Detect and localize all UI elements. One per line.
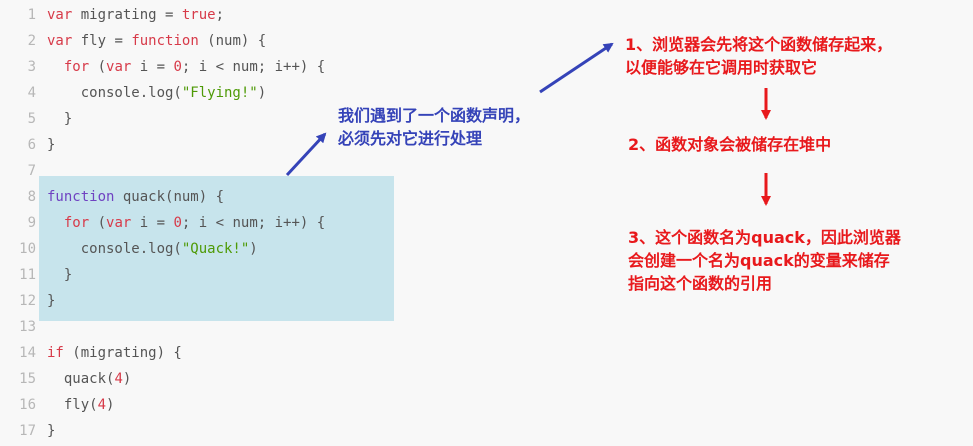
line-number: 5 (27, 111, 36, 127)
code-line: 8 function quack(num) { (0, 184, 224, 210)
code-token: fly( (47, 397, 98, 413)
code-token: i = (131, 59, 174, 75)
code-line: 3 for (var i = 0; i < num; i++) { (0, 54, 326, 80)
line-number: 7 (27, 163, 36, 179)
code-token: for (63, 215, 90, 231)
line-number: 2 (27, 33, 36, 49)
code-line: 16 fly(4) (0, 392, 114, 418)
code-token: ( (89, 215, 107, 231)
code-token: var (106, 59, 132, 75)
code-line: 7 (0, 158, 47, 184)
code-token: (num) { (198, 33, 267, 49)
code-token: ) (122, 371, 132, 387)
code-token: 4 (114, 371, 123, 387)
step-3-note: 3、这个函数名为quack，因此浏览器 会创建一个名为quack的变量来储存 指… (628, 228, 901, 293)
code-token: console.log( (47, 241, 182, 257)
code-token: "Quack!" (181, 241, 250, 257)
line-number: 6 (27, 137, 36, 153)
code-token: (migrating) { (63, 345, 182, 361)
code-token: } (47, 293, 56, 309)
code-token: 4 (97, 397, 107, 413)
code-token: true (181, 7, 216, 23)
code-line: 15 quack(4) (0, 366, 131, 392)
step-1-note: 1、浏览器会先将这个函数储存起来， 以便能够在它调用时获取它 (625, 35, 893, 77)
code-line: 6} (0, 132, 56, 158)
code-token: function (131, 33, 199, 49)
code-token: if (47, 345, 64, 361)
code-token: console.log( (47, 85, 182, 101)
code-token: } (47, 111, 73, 127)
code-token: i = (131, 215, 174, 231)
code-token: var (106, 215, 132, 231)
step-2-note: 2、函数对象会被储存在堆中 (628, 135, 832, 154)
code-line: 5 } (0, 106, 73, 132)
code-token: "Flying!" (181, 85, 258, 101)
code-token: ; i < num; i++) { (181, 215, 326, 231)
code-line: 2 var fly = function (num) { (0, 28, 267, 54)
code-token: } (47, 423, 56, 439)
code-token (47, 59, 64, 75)
line-number: 8 (27, 189, 36, 205)
function-declaration-highlight (39, 176, 394, 321)
code-token: ) (106, 397, 115, 413)
code-token: 0 (173, 59, 182, 75)
line-number: 16 (19, 397, 36, 413)
code-token: ) (249, 241, 258, 257)
code-line: 17} (0, 418, 55, 444)
code-token: quack(num) { (114, 189, 225, 205)
line-number: 17 (19, 423, 36, 439)
declaration-note: 我们遇到了一个函数声明， 必须先对它进行处理 (338, 106, 531, 148)
code-token: fly = (72, 33, 132, 49)
code-token: for (63, 59, 90, 75)
code-line: 14 if (migrating) { (0, 340, 182, 366)
code-token: function (47, 189, 115, 205)
code-line: 1 var migrating = true; (0, 2, 224, 28)
code-token: ; i < num; i++) { (181, 59, 326, 75)
line-number: 13 (19, 319, 36, 335)
line-number: 4 (27, 85, 36, 101)
code-token: var (47, 33, 73, 49)
code-line: 11 } (0, 262, 72, 288)
line-number: 3 (27, 59, 36, 75)
line-number: 14 (19, 345, 36, 361)
line-number: 10 (19, 241, 36, 257)
code-line: 10 console.log("Quack!") (0, 236, 258, 262)
code-token (47, 215, 64, 231)
code-token: ) (257, 85, 267, 101)
code-token: quack( (47, 371, 115, 387)
code-line: 9 for (var i = 0; i < num; i++) { (0, 210, 326, 236)
code-line: 12} (0, 288, 55, 314)
code-line: 13 (0, 314, 47, 340)
code-token: } (47, 267, 73, 283)
line-number: 12 (19, 293, 36, 309)
code-token: 0 (173, 215, 182, 231)
code-token: } (47, 137, 56, 153)
code-token: ; (215, 7, 225, 23)
line-number: 15 (19, 371, 36, 387)
code-token: var (47, 7, 73, 23)
code-token: ( (89, 59, 107, 75)
code-token: migrating = (72, 7, 182, 23)
line-number: 9 (27, 215, 36, 231)
line-number: 1 (27, 7, 36, 23)
code-line: 4 console.log("Flying!") (0, 80, 267, 106)
line-number: 11 (19, 267, 36, 283)
